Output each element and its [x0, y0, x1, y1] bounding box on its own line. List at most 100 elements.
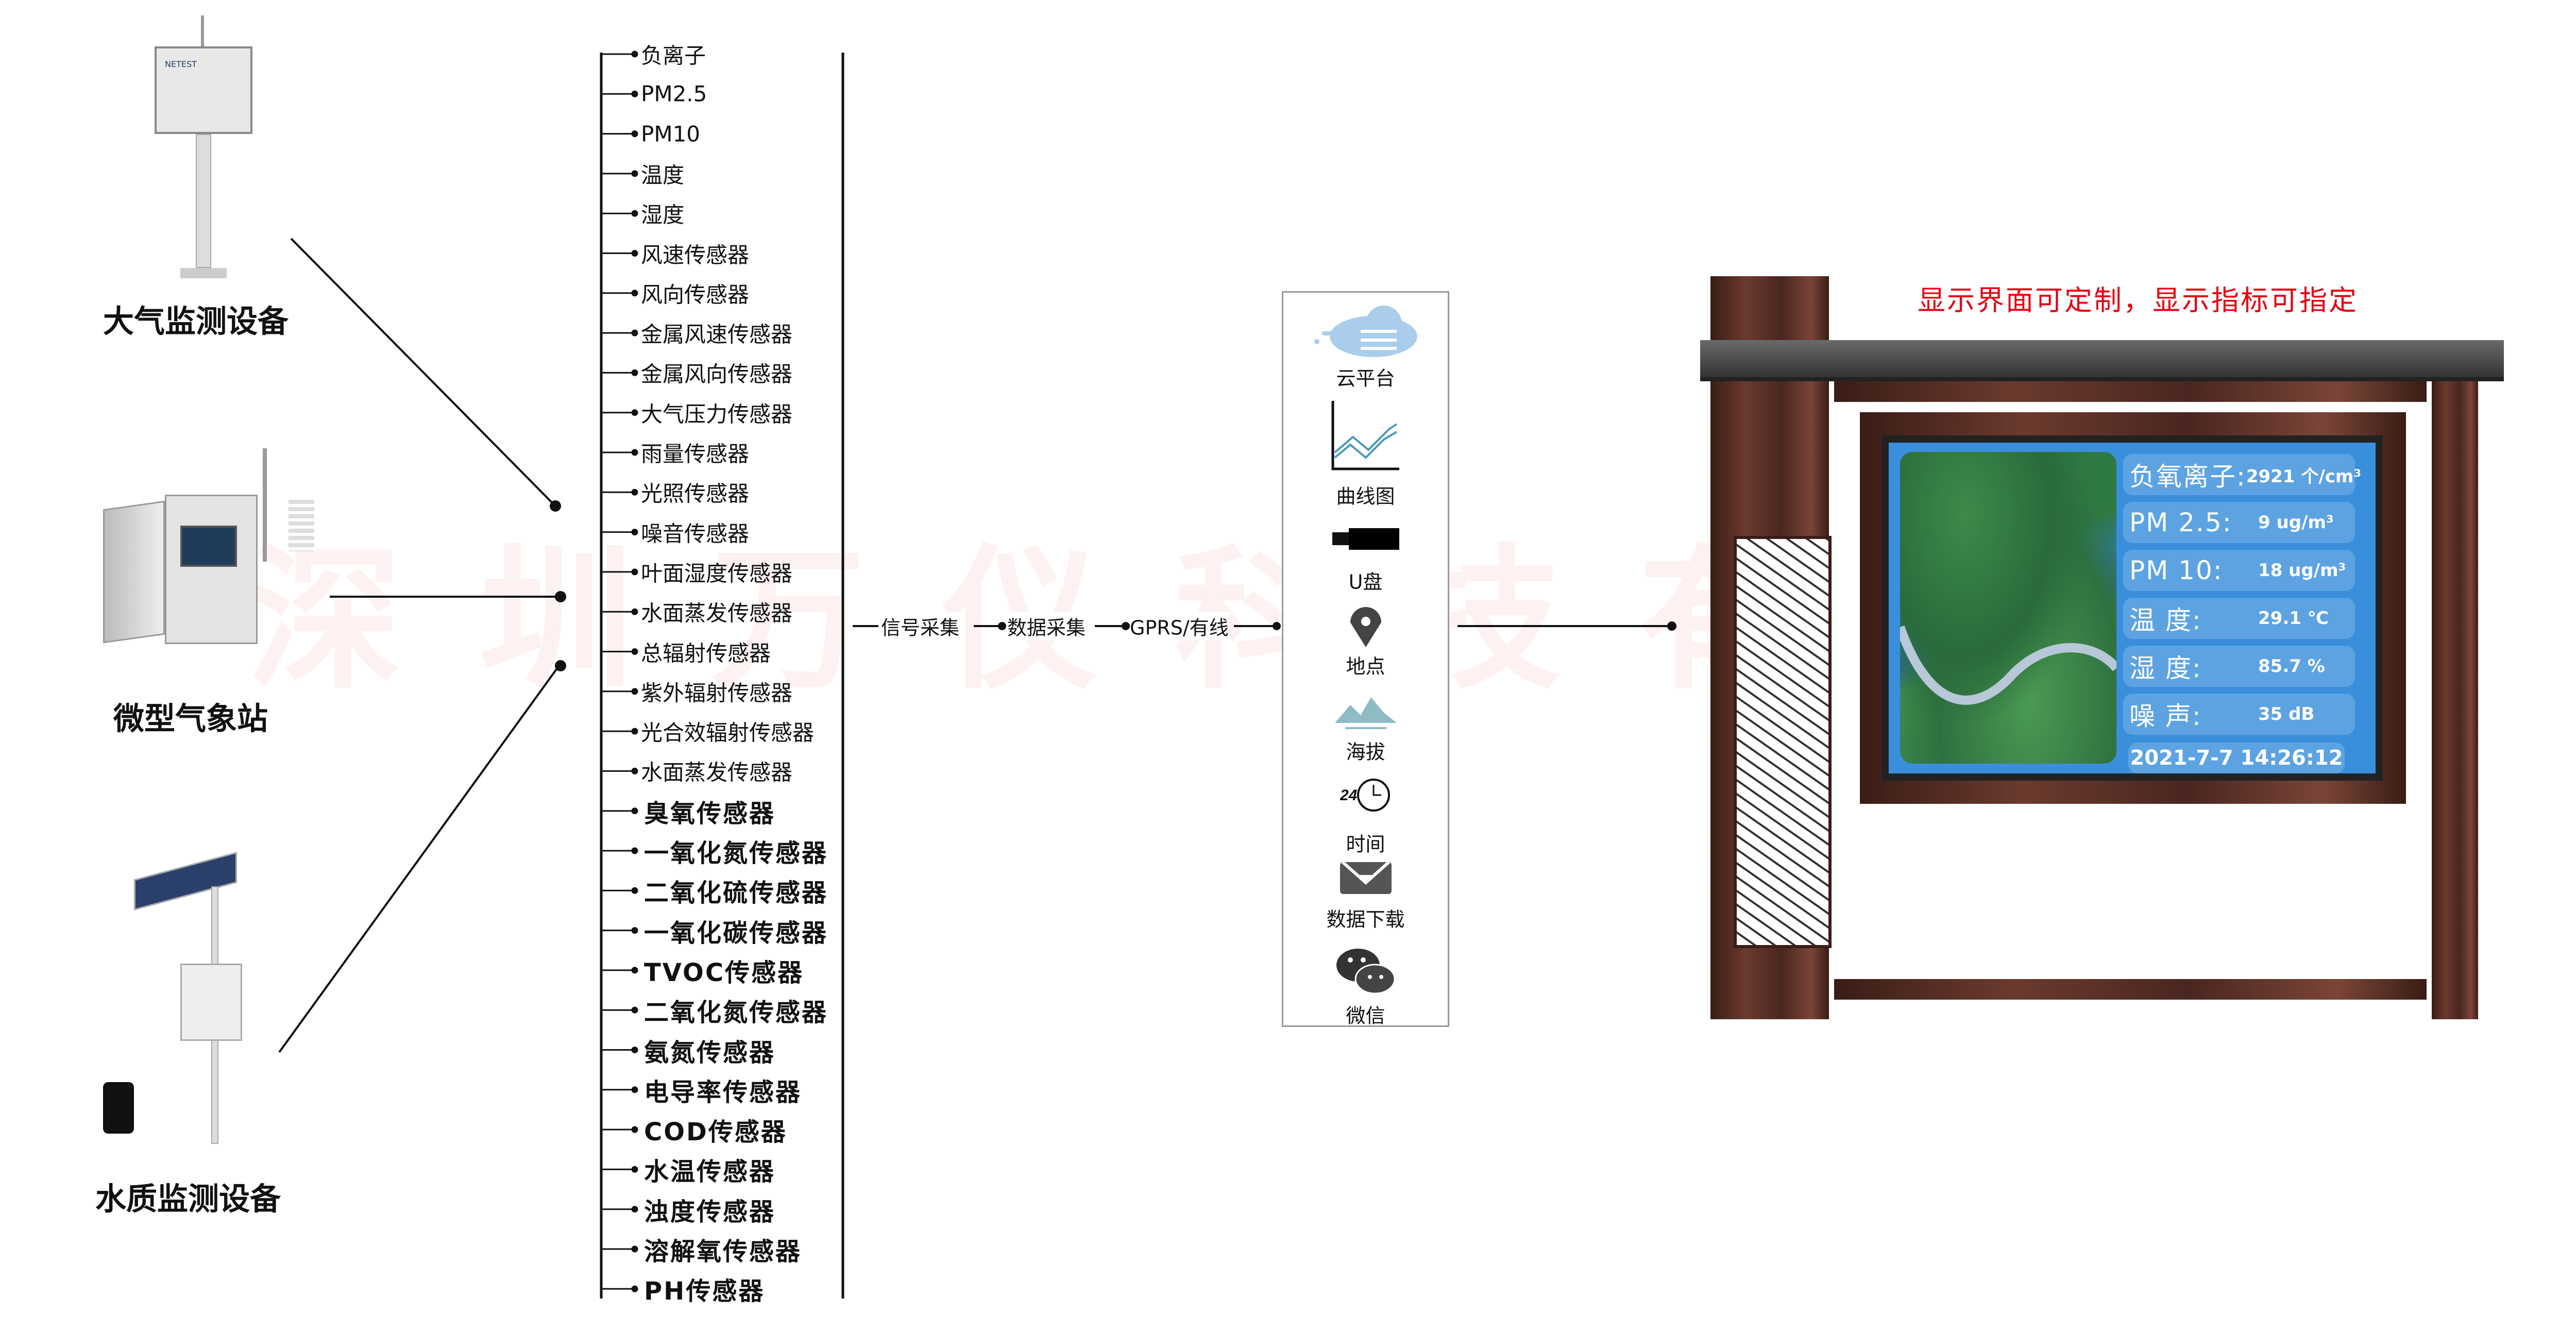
sensor-tick-dot	[631, 728, 638, 735]
sensor-item: 湿度	[641, 202, 685, 228]
reading-value: 35 dB	[2258, 704, 2315, 724]
board-reading-row: 负氧离子:2921 个/cm³	[2123, 454, 2361, 495]
sensor-item: 一氧化氮传感器	[644, 839, 828, 868]
sensor-item: COD传感器	[644, 1118, 787, 1147]
sensor-tick-dot	[631, 529, 638, 536]
sensor-item: 噪音传感器	[641, 521, 750, 547]
sensor-item: 风速传感器	[641, 242, 750, 267]
panel-label-cloud: 云平台	[1336, 367, 1395, 390]
sensor-tick-dot	[631, 210, 638, 217]
device-label-water: 水质监测设备	[95, 1181, 281, 1218]
panel-label-usb: U盘	[1348, 570, 1383, 594]
reading-label: PM 10:	[2129, 555, 2223, 585]
sensor-tick-dot	[631, 1285, 638, 1292]
board-reading-row: PM 2.5:9 ug/m³	[2123, 502, 2355, 543]
sensor-item: 溶解氧传感器	[644, 1237, 802, 1266]
sensor-item: 紫外辐射传感器	[641, 680, 793, 706]
sensor-item: 总辐射传感器	[641, 640, 771, 666]
sensor-item: PM2.5	[641, 81, 707, 107]
board-reading-row: PM 10: 18 ug/m³	[2123, 550, 2355, 591]
sensor-tick-dot	[631, 767, 638, 774]
device-label-weather: 微型气象站	[113, 701, 268, 737]
sensor-tick-dot	[631, 409, 638, 416]
line-chart-icon	[1331, 401, 1399, 470]
panel-label-wechat: 微信	[1346, 1004, 1385, 1027]
weather-station-device	[98, 448, 335, 654]
panel-label-time: 时间	[1346, 833, 1385, 856]
board-reading-row: 湿 度: 85.7 %	[2123, 646, 2355, 687]
reading-label: 负氧离子:	[2129, 462, 2246, 492]
sensor-tick-dot	[631, 967, 638, 974]
sensor-tick-dot	[631, 927, 638, 934]
sensor-item: 二氧化氮传感器	[644, 998, 828, 1027]
reading-value: 85.7 %	[2258, 656, 2325, 677]
reading-value: 2921 个/cm³	[2246, 466, 2362, 487]
led-screen: 负氧离子:2921 个/cm³ PM 2.5:9 ug/m³ PM 10: 18 ug…	[1882, 435, 2383, 781]
sensor-tick-dot	[631, 90, 638, 97]
panel-label-location: 地点	[1346, 655, 1385, 678]
sensor-item: 二氧化硫传感器	[644, 879, 828, 908]
reading-label: 温 度:	[2129, 605, 2202, 635]
flow-data-acquisition: 数据采集	[1007, 612, 1086, 640]
sensor-item: 水面蒸发传感器	[641, 600, 793, 626]
board-reading-row: 噪 声: 35 dB	[2123, 694, 2355, 735]
sensor-tick-dot	[631, 688, 638, 695]
sensor-tick-dot	[631, 887, 638, 894]
sensor-item: PH传感器	[644, 1277, 765, 1306]
sensor-tick-dot	[631, 608, 638, 615]
sensor-item: 叶面湿度传感器	[641, 561, 793, 586]
wechat-icon	[1336, 949, 1395, 994]
sensor-tick-dot	[631, 329, 638, 336]
panel-label-chart: 曲线图	[1336, 485, 1395, 508]
sensor-tick-dot	[631, 50, 638, 58]
sensor-item: 金属风速传感器	[641, 322, 793, 347]
download-icon	[1340, 861, 1392, 894]
feature-panel: 云平台 曲线图 U盘 地点 海拔 24 时间 数据下载 微信	[1282, 291, 1449, 1027]
sensor-item: 光照传感器	[641, 481, 750, 507]
sensor-item: 金属风向传感器	[641, 361, 793, 387]
sensor-item: 浊度传感器	[644, 1197, 776, 1226]
sensor-item: 电导率传感器	[644, 1077, 802, 1107]
sensor-tick-dot	[631, 648, 638, 655]
sensor-tick-dot	[631, 488, 638, 496]
sensor-tick-dot	[631, 1206, 638, 1213]
sensor-tick-dot	[631, 1245, 638, 1253]
reading-label: 湿 度:	[2129, 653, 2202, 683]
sensor-item: PM10	[641, 121, 701, 147]
panel-label-download: 数据下载	[1326, 908, 1405, 931]
sensor-tick-dot	[631, 1086, 638, 1093]
reading-label: 噪 声:	[2129, 701, 2202, 731]
sensor-tick-dot	[631, 847, 638, 854]
aerial-photo	[1900, 452, 2116, 764]
air-monitor-device: NETEST	[149, 15, 258, 278]
sensor-item: 光合效辐射传感器	[641, 720, 815, 746]
flow-gprs-wired: GPRS/有线	[1130, 612, 1229, 640]
board-reading-row: 温 度:29.1 ℃	[2123, 598, 2355, 639]
sensor-item: 负离子	[641, 43, 706, 69]
sensor-item: 水面蒸发传感器	[641, 760, 793, 785]
reading-value: 18 ug/m³	[2258, 560, 2346, 581]
location-pin-icon	[1350, 607, 1381, 647]
usb-drive-icon	[1332, 528, 1399, 550]
water-monitor-device	[93, 852, 268, 1144]
sensor-tick-dot	[631, 369, 638, 376]
sensor-item: 臭氧传感器	[644, 799, 776, 828]
sensor-tick-dot	[631, 1166, 638, 1173]
sensor-item: 大气压力传感器	[641, 401, 793, 427]
sensor-item: 氨氮传感器	[644, 1038, 776, 1067]
sensor-item: TVOC传感器	[644, 958, 804, 987]
clock-24h-icon: 24	[1340, 779, 1390, 812]
flow-signal-acquisition: 信号采集	[881, 612, 960, 640]
sensor-item: 风向传感器	[641, 282, 750, 308]
board-title: 显示界面可定制，显示指标可指定	[1918, 284, 2358, 317]
reading-label: PM 2.5:	[2129, 508, 2232, 537]
svg-text:24: 24	[1340, 787, 1358, 804]
sensor-item: 雨量传感器	[641, 441, 750, 467]
sensor-tick-dot	[631, 1006, 638, 1014]
sensor-item: 一氧化碳传感器	[644, 918, 828, 948]
sensor-tick-dot	[631, 290, 638, 297]
sensor-tick-dot	[631, 170, 638, 177]
sensor-tick-dot	[631, 130, 638, 138]
device-brand: NETEST	[165, 59, 197, 69]
